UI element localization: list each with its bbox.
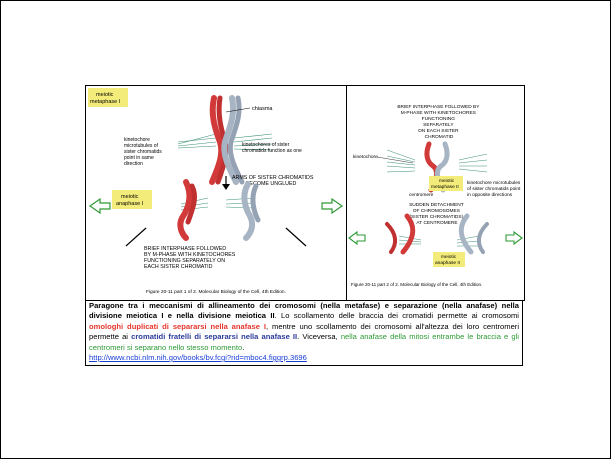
source-link[interactable]: http://www.ncbi.nlm.nih.gov/books/bv.fcg…	[89, 353, 307, 363]
metaphase-i-chromosomes	[209, 95, 245, 185]
label-bg	[433, 252, 465, 267]
brief-interphase-label: BRIEF INTERPHASE FOLLOWED BY M-PHASE WIT…	[144, 246, 237, 270]
label-bg	[88, 88, 128, 107]
figure-panel-meiosis-ii: BRIEF INTERPHASE FOLLOWED BY M-PHASE WIT…	[347, 86, 524, 300]
figure-caption-part2: Figure 20-11 part 2 of 2. Molecular Biol…	[351, 282, 482, 287]
arrow-left-icon	[88, 197, 111, 215]
caption-text-2: , mentre uno scollamento dei cromosomi a…	[89, 321, 520, 342]
centromere-label: centromere	[409, 192, 434, 198]
caption-bold-1: Paragone tra i meccanismi di allineament…	[89, 301, 519, 321]
figure-caption-text: Paragone tra i meccanismi di allineament…	[85, 300, 523, 367]
arrow-right-icon	[505, 230, 523, 246]
figure-caption-part1: Figure 20-11 part 1 of 2. Molecular Biol…	[146, 289, 286, 295]
arrow-left-icon	[348, 230, 366, 246]
kinetochore-label: kinetochore	[353, 154, 378, 160]
caption-green-1: nella anafase della mitosi entrambe le b…	[89, 332, 519, 352]
anaphase-i-chromosomes	[177, 179, 261, 241]
brief-interphase-label-2: BRIEF INTERPHASE FOLLOWED BY M-PHASE WIT…	[397, 104, 480, 140]
kinetochore-microtubules-opposite-label: kinetochore microtubules of sister chrom…	[467, 180, 522, 198]
chiasma-label: chiasma	[252, 106, 273, 112]
caption-blue-1: cromatidi fratelli di separarsi nella an…	[131, 332, 298, 342]
arrow-right-icon	[321, 197, 344, 215]
label-bg	[112, 190, 152, 209]
spindle-fibers-2	[386, 149, 488, 247]
label-bg	[429, 176, 463, 191]
sudden-detachment-label: SUDDEN DETACHMENT OF CHROMOSOMES (SISTER…	[409, 202, 465, 226]
caption-red-1: omologhi duplicati di separarsi nella an…	[89, 321, 266, 331]
caption-text-3: . Viceversa,	[297, 332, 341, 342]
meiosis-ii-diagram: BRIEF INTERPHASE FOLLOWED BY M-PHASE WIT…	[348, 104, 523, 287]
caption-text-1: . Lo scollamento delle braccia dei croma…	[274, 311, 519, 321]
anaphase-ii-chromosomes	[385, 213, 489, 255]
caption-text-4: .	[242, 342, 245, 352]
